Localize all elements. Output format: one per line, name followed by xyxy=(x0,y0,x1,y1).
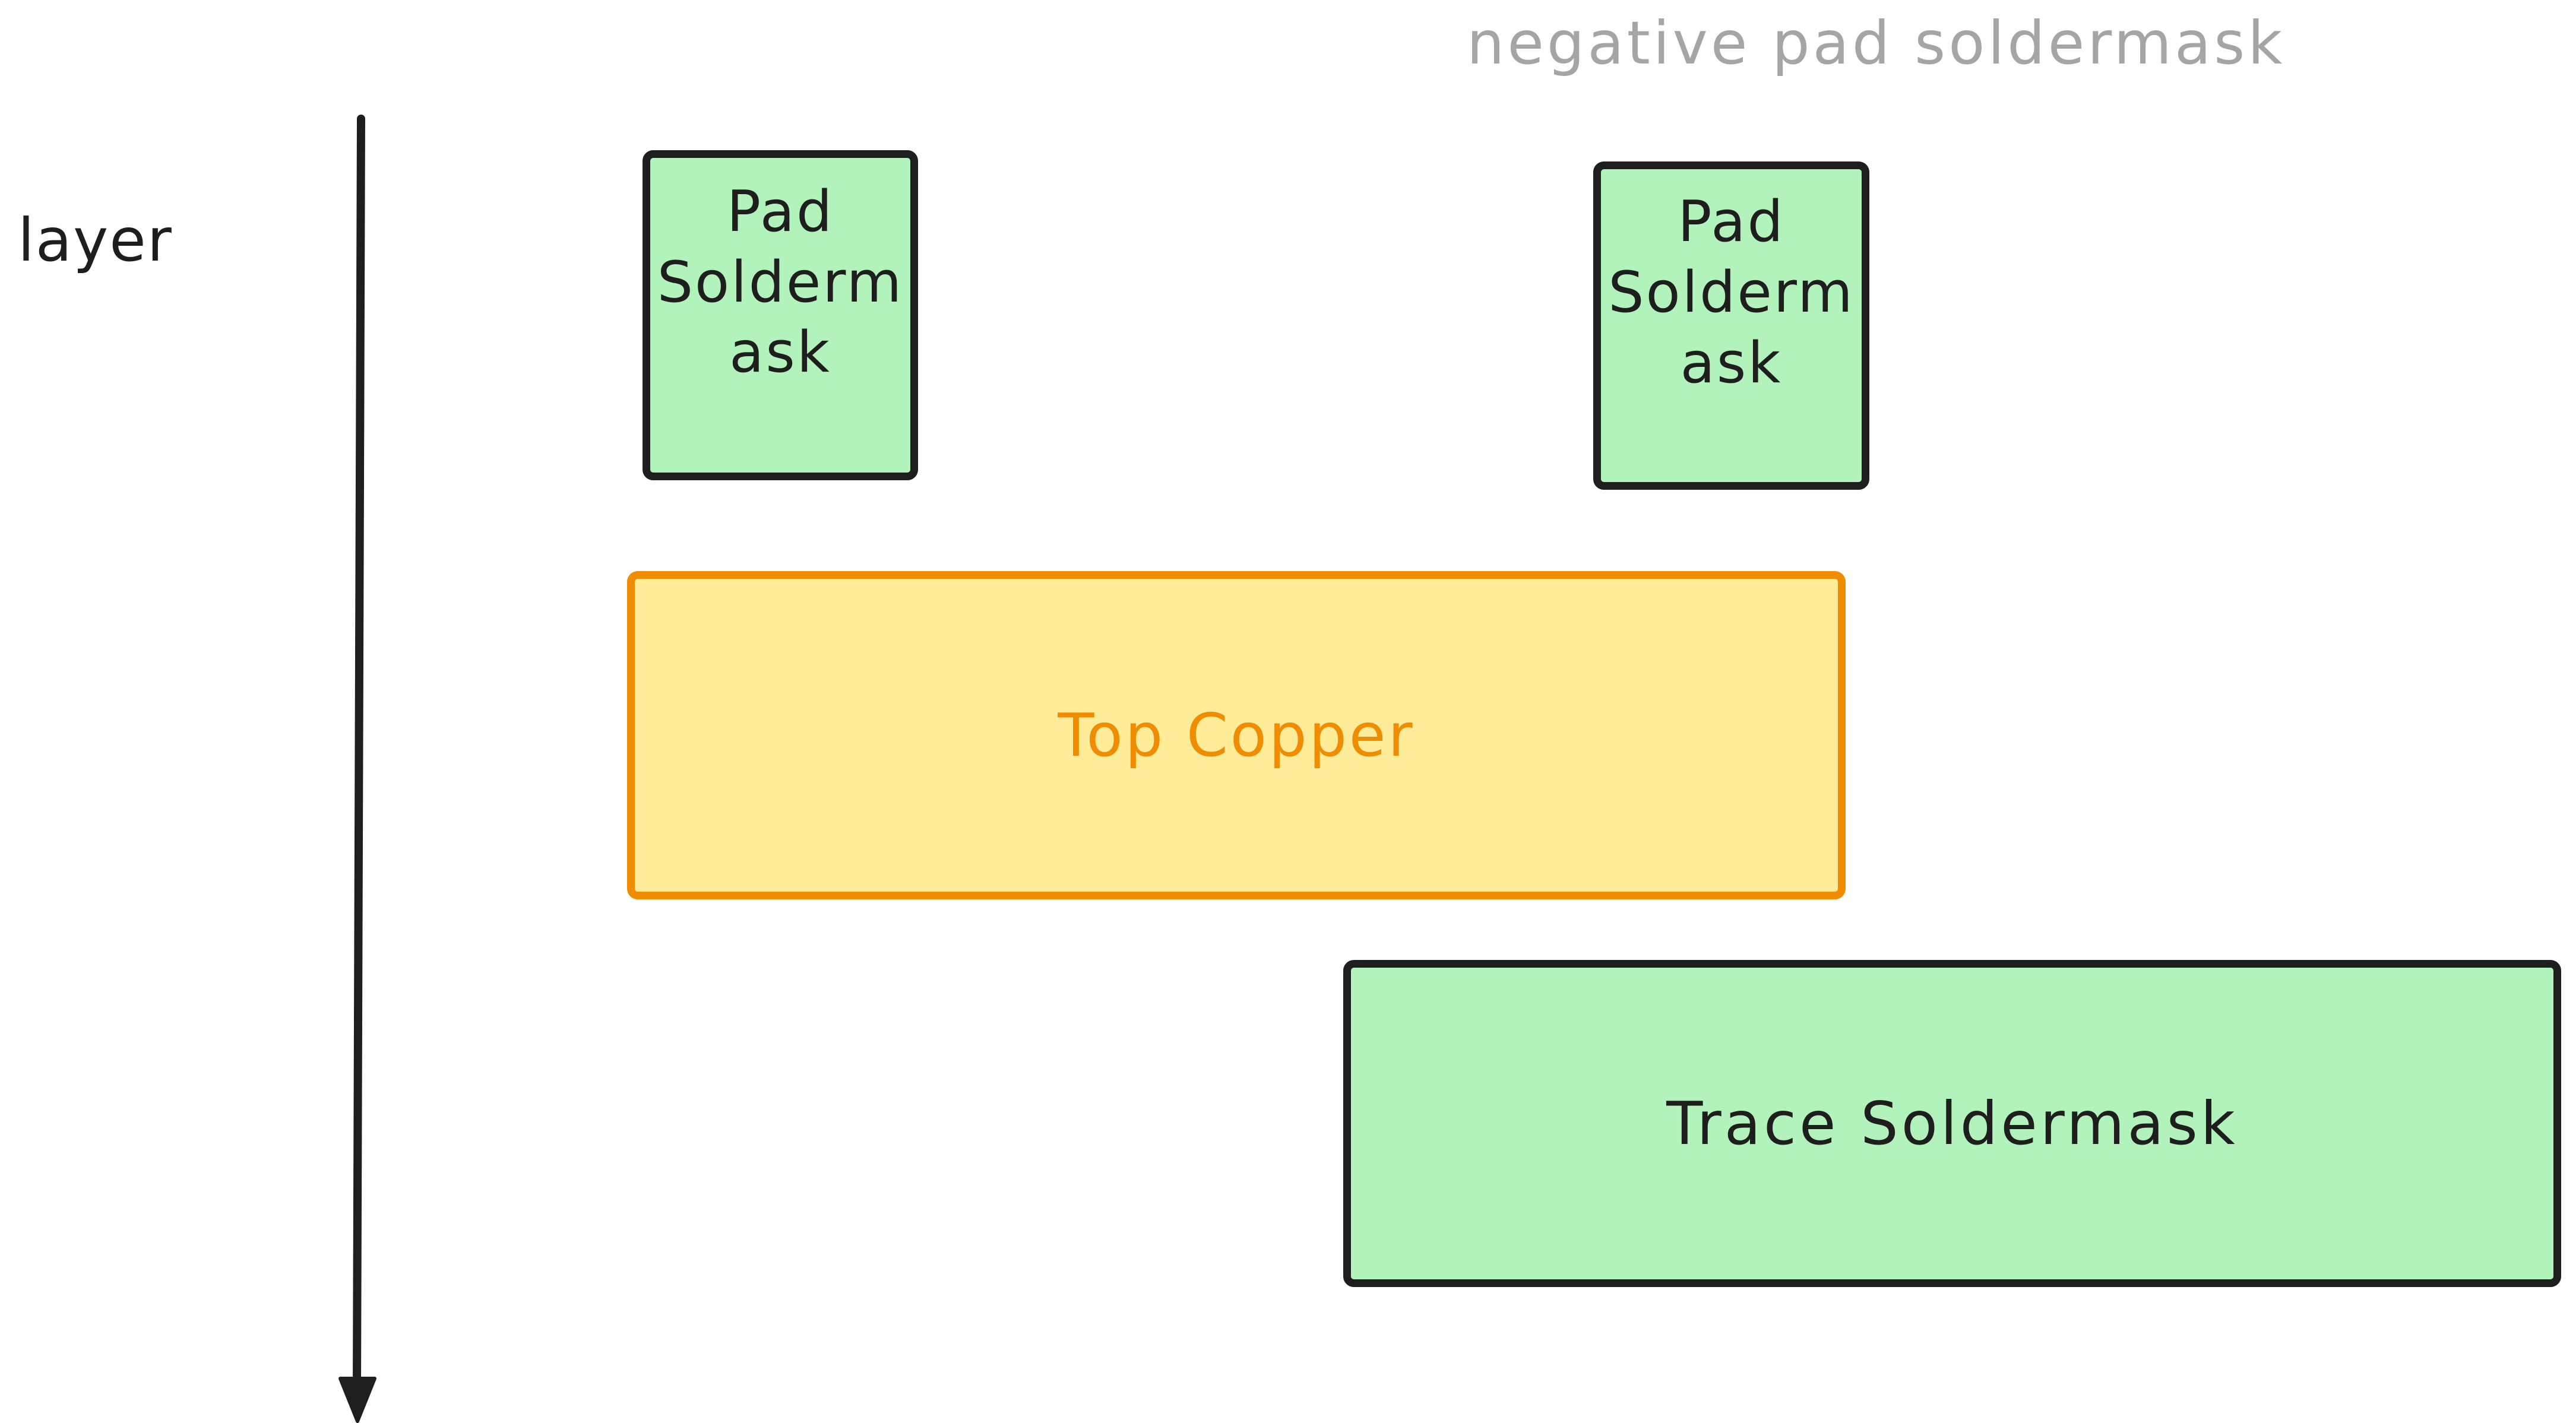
label-line: Pad xyxy=(726,179,834,245)
label-line: Solderm xyxy=(1608,260,1855,326)
label-line: ask xyxy=(1680,330,1783,396)
pad-soldermask-left-box: Pad Solderm ask xyxy=(643,150,918,480)
trace-soldermask-label: Trace Soldermask xyxy=(1666,1089,2238,1158)
top-copper-label: Top Copper xyxy=(1058,701,1415,770)
pad-soldermask-left-label: Pad Solderm ask xyxy=(657,177,904,388)
top-copper-box: Top Copper xyxy=(627,571,1846,899)
label-line: ask xyxy=(729,320,831,386)
label-line: Solderm xyxy=(657,249,904,315)
layer-axis-label: layer xyxy=(18,205,173,275)
pad-soldermask-right-box: Pad Solderm ask xyxy=(1593,161,1869,490)
annotation-negative-pad-soldermask: negative pad soldermask xyxy=(1467,8,2286,78)
arrow-line xyxy=(353,115,365,1387)
arrow-head-icon xyxy=(338,1377,376,1423)
label-line: Pad xyxy=(1678,189,1785,255)
pad-soldermask-right-label: Pad Solderm ask xyxy=(1608,187,1855,398)
trace-soldermask-box: Trace Soldermask xyxy=(1343,960,2561,1287)
